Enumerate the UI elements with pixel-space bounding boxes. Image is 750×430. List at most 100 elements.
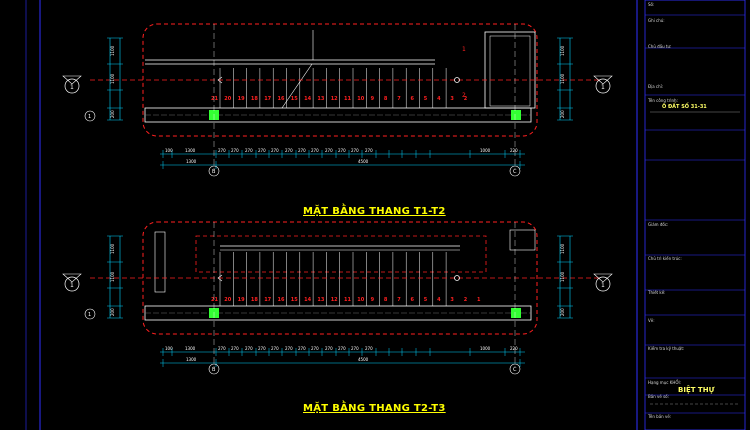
dim-row1-text: 270 xyxy=(218,148,226,153)
boundary-dashed xyxy=(142,23,538,137)
dim-row2-text: 4500 xyxy=(358,159,369,164)
side-dim-left-text: 1100 xyxy=(110,45,115,56)
side-dim-left-text: 1100 xyxy=(110,271,115,282)
category-name: BIỆT THỰ xyxy=(678,386,715,394)
step-number: 1 xyxy=(477,297,481,303)
side-dim-left-text: 200 xyxy=(110,308,115,316)
dim-row1-text: 270 xyxy=(258,346,266,351)
plan2-title: MẶT BẰNG THANG T2-T3 xyxy=(303,403,446,414)
dim-row1-text: 220 xyxy=(510,346,518,351)
step-number: 17 xyxy=(264,96,271,102)
grid-axis-b-label: B xyxy=(212,169,216,175)
break-line xyxy=(281,63,313,109)
title-block-label: Hạng mục KHỐI: xyxy=(648,380,682,385)
title-block-label: Tên công trình: xyxy=(648,98,678,103)
walkline-start xyxy=(454,77,460,83)
axis-marker-left-triangle xyxy=(62,75,82,85)
step-number: 16 xyxy=(278,297,285,303)
step-number: 9 xyxy=(371,96,375,102)
grid-axis-b xyxy=(208,363,220,375)
step-number: 5 xyxy=(424,96,428,102)
dim-row1-text: 220 xyxy=(510,148,518,153)
project-name: Ô ĐẤT SỐ 31-31 xyxy=(662,104,707,110)
step-number: 11 xyxy=(344,96,351,102)
dim-row1-text: 1000 xyxy=(480,346,491,351)
side-dim-right-text: 200 xyxy=(560,110,565,118)
step-number: 4 xyxy=(437,297,441,303)
title-block-label: Bản vẽ số: xyxy=(648,394,669,399)
step-number: 6 xyxy=(411,297,415,303)
axis-marker-right-label: 1 xyxy=(601,84,605,91)
axis-marker-left xyxy=(64,78,80,94)
axis-marker-right-label: 1 xyxy=(601,282,605,289)
axis-marker-left-label: 1 xyxy=(70,84,74,91)
axis-marker-right xyxy=(595,78,611,94)
dim-row1-text: 270 xyxy=(258,148,266,153)
right-room-inner xyxy=(489,35,531,107)
dim-row1-text: 270 xyxy=(285,148,293,153)
dim-row1-text: 270 xyxy=(365,346,373,351)
walkline-arrow xyxy=(217,274,223,282)
step-number: 11 xyxy=(344,297,351,303)
step-number: 8 xyxy=(384,96,388,102)
grid-axis-c xyxy=(509,363,521,375)
dim-row1-text: 270 xyxy=(325,148,333,153)
step-number: 9 xyxy=(371,297,375,303)
step-number: 15 xyxy=(291,297,298,303)
title-block-label: Chủ đầu tư: xyxy=(648,44,672,49)
step-number: 10 xyxy=(357,297,364,303)
level-marker-label: 1 xyxy=(88,114,91,120)
level-marker xyxy=(84,308,96,320)
step-number: 4 xyxy=(437,96,441,102)
step-number: 19 xyxy=(238,297,245,303)
tb-frame xyxy=(644,0,746,430)
level-marker xyxy=(84,110,96,122)
step-number: 7 xyxy=(397,297,401,303)
plan1-title: MẶT BẰNG THANG T1-T2 xyxy=(303,206,446,217)
side-dim-left-text: 200 xyxy=(110,110,115,118)
dim-row1-text: 270 xyxy=(311,148,319,153)
side-dim-right-text: 1100 xyxy=(560,73,565,84)
grid-axis-b-label: B xyxy=(212,367,216,373)
step-number: 21 xyxy=(211,96,218,102)
dim-row2-text: 4500 xyxy=(358,357,369,362)
step-number: 18 xyxy=(251,297,258,303)
step-number: 16 xyxy=(278,96,285,102)
step-number: 13 xyxy=(317,297,324,303)
dim-row1-text: 270 xyxy=(338,346,346,351)
step-number: 15 xyxy=(291,96,298,102)
axis-marker-right xyxy=(595,276,611,292)
dim-row1-text: 270 xyxy=(365,148,373,153)
dim-row1-text: 270 xyxy=(271,148,279,153)
side-dim-right-text: 200 xyxy=(560,308,565,316)
dim-row1-text: 270 xyxy=(231,148,239,153)
step-number: 5 xyxy=(424,297,428,303)
step-number: 12 xyxy=(331,297,338,303)
walkline-start xyxy=(454,275,460,281)
title-block-label: Kiểm tra kỹ thuật: xyxy=(648,346,685,351)
step-number: 3 xyxy=(450,297,454,303)
axis-marker-right-triangle xyxy=(593,75,613,85)
right-room xyxy=(509,229,536,251)
dim-row1-text: 270 xyxy=(298,148,306,153)
title-block-label: Vẽ: xyxy=(648,318,655,323)
step-number: 2 xyxy=(464,297,468,303)
side-dim-right-text: 1100 xyxy=(560,271,565,282)
dim-row1-text: 270 xyxy=(338,148,346,153)
column-right xyxy=(511,308,521,318)
step-number: 3 xyxy=(450,96,454,102)
side-dim-left-text: 1100 xyxy=(110,73,115,84)
dim-row2-text: 1300 xyxy=(186,357,197,362)
tag-2: 2 xyxy=(462,92,466,99)
side-dim-right-text: 1100 xyxy=(560,45,565,56)
dim-row1-text: 270 xyxy=(285,346,293,351)
dim-row1-text: 270 xyxy=(325,346,333,351)
step-number: 7 xyxy=(397,96,401,102)
title-block-label: Thiết kế: xyxy=(648,290,666,295)
title-block-label: Địa chỉ: xyxy=(648,84,664,89)
step-number: 17 xyxy=(264,297,271,303)
dim-row1-text: 1300 xyxy=(185,148,196,153)
